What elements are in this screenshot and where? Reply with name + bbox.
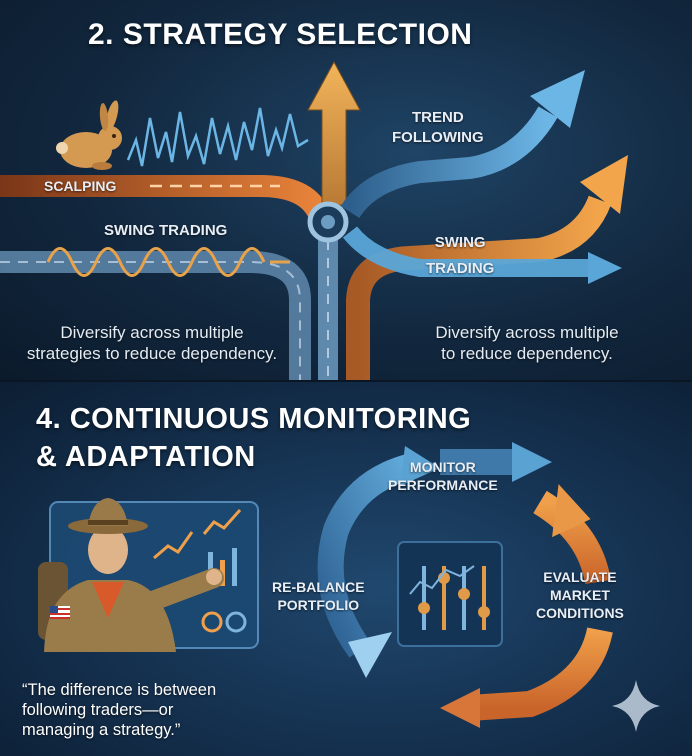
strategy-selection-panel: 2. STRATEGY SELECTION SCALPING SWING TRA… bbox=[0, 0, 692, 382]
up-arrow bbox=[307, 60, 361, 206]
panel-divider bbox=[0, 380, 692, 383]
strategy-quote: “The difference is between following tra… bbox=[22, 681, 217, 739]
swing-trading-right-label: SWING TRADING bbox=[426, 234, 495, 277]
cycle-arrows-icon bbox=[317, 442, 613, 728]
rebalance-portfolio-label: RE-BALANCE PORTFOLIO bbox=[272, 579, 365, 613]
caption-left: Diversify across multiple strategies to … bbox=[26, 323, 278, 363]
rabbit-icon bbox=[56, 100, 122, 170]
strategy-selection-title: 2. STRATEGY SELECTION bbox=[88, 18, 473, 51]
monitoring-illustration bbox=[38, 442, 660, 732]
monitor-performance-label: MONITOR PERFORMANCE bbox=[388, 459, 498, 493]
equalizer-sliders-icon bbox=[397, 541, 503, 647]
scalping-wave bbox=[126, 107, 309, 167]
caption-right: Diversify across multiple to reduce depe… bbox=[435, 323, 619, 363]
evaluate-market-conditions-label: EVALUATE MARKET CONDITIONS bbox=[536, 569, 624, 621]
swing-wave bbox=[46, 247, 266, 277]
trend-arrow bbox=[340, 106, 558, 219]
right-blue-arrow bbox=[342, 226, 590, 277]
sparkle-icon bbox=[612, 680, 660, 732]
monitoring-title: 4. CONTINUOUS MONITORING & ADAPTATION bbox=[36, 403, 472, 473]
scout-trader-icon bbox=[38, 498, 224, 652]
strategy-roads-illustration bbox=[0, 60, 628, 382]
swing-arrowhead bbox=[580, 155, 628, 214]
swing-trading-left-label: SWING TRADING bbox=[104, 222, 228, 239]
trend-following-label: TREND FOLLOWING bbox=[392, 109, 484, 146]
continuous-monitoring-panel: 4. CONTINUOUS MONITORING & ADAPTATION MO… bbox=[0, 382, 692, 756]
scalping-label: SCALPING bbox=[44, 178, 117, 194]
trend-arrowhead bbox=[530, 70, 585, 128]
